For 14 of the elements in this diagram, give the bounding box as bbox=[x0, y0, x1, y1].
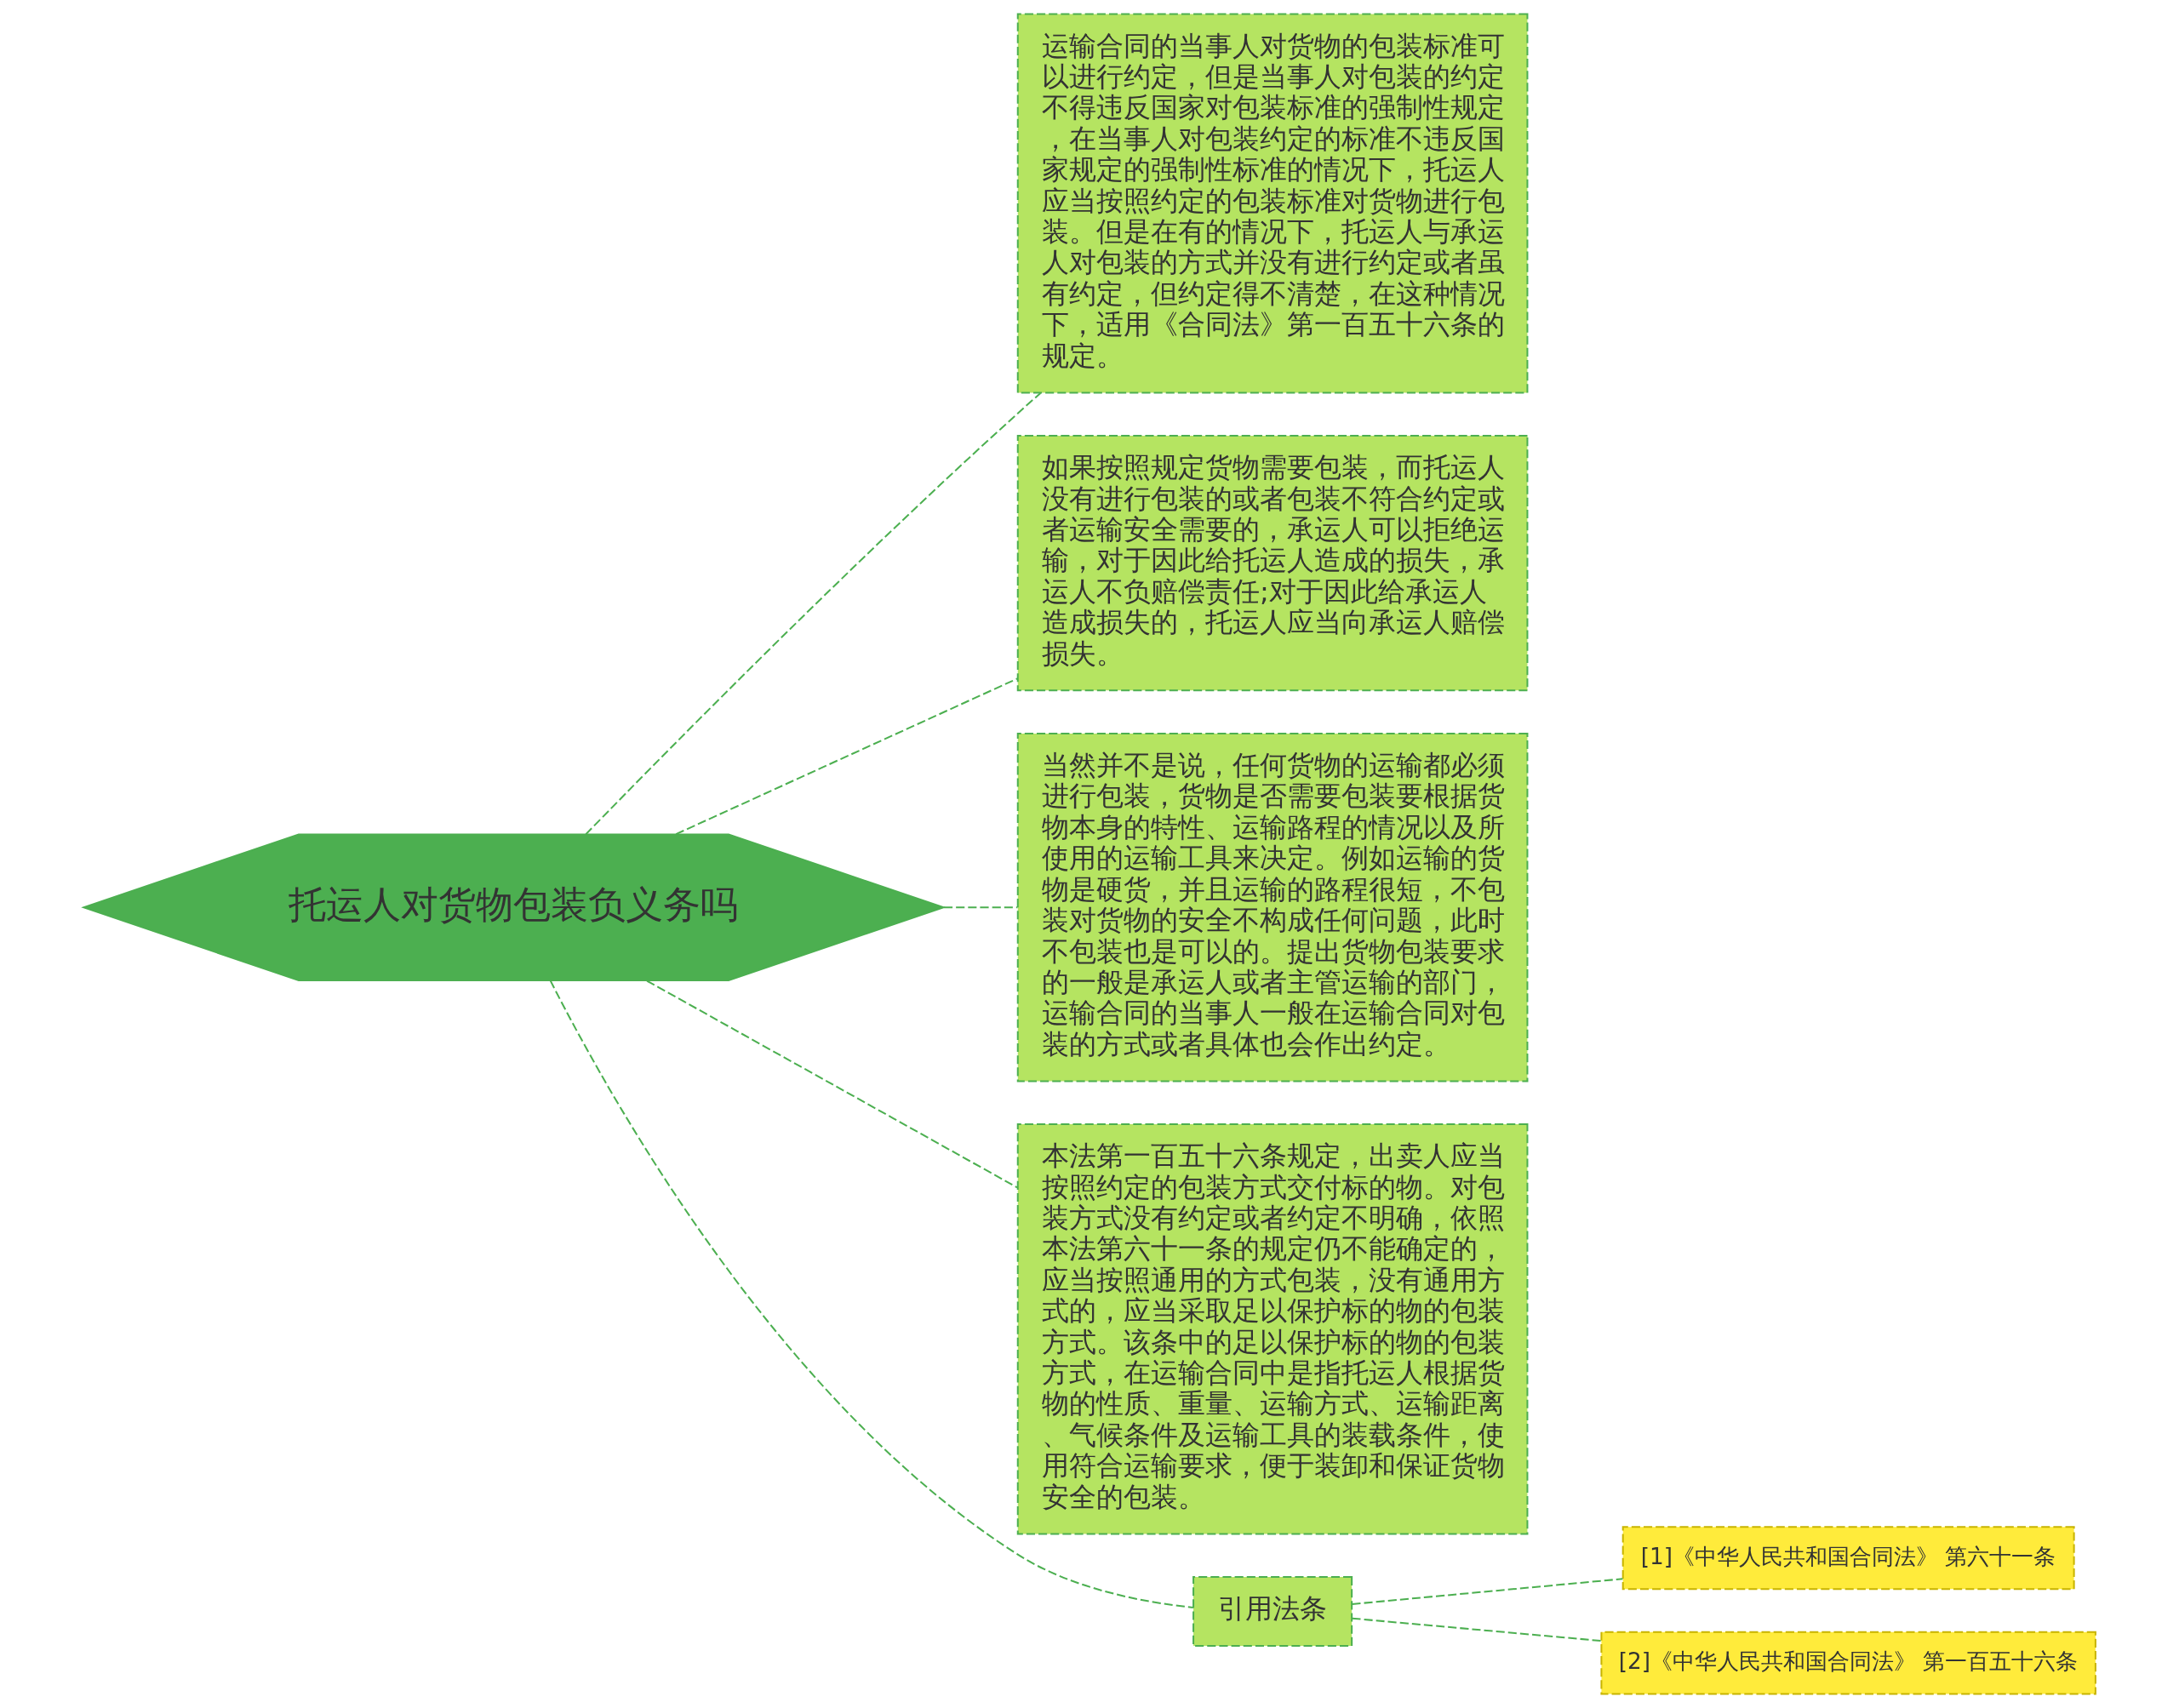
node-box: [1]《中华人民共和国合同法》 第六十一条 bbox=[1621, 1526, 2075, 1591]
node-box: 如果按照规定货物需要包装，而托运人没有进行包装的或者包装不符合约定或者运输安全需要的，承运人可以拒绝运输，对于因此给托运人造成的损失，承运人不负赔偿责任;对于因此给承运人造成损失的，托运人应当向承运人赔偿损失。 bbox=[1016, 435, 1529, 692]
node-box: 引用法条 bbox=[1192, 1576, 1353, 1647]
connector bbox=[549, 980, 1193, 1608]
node-box: 运输合同的当事人对货物的包装标准可以进行约定，但是当事人对包装的约定不得违反国家对包装标准的强制性规定，在当事人对包装约定的标准不违反国家规定的强制性标准的情况下，托运人应当按照约定的包装标准对货物进行包装。但是在有的情况下，托运人与承运人对包装的方式并没有进行约定或者虽有约定，但约定得不清楚，在这种情况下，适用《合同法》第一百五十六条的规定。 bbox=[1016, 13, 1529, 394]
connector bbox=[646, 980, 1018, 1189]
connector bbox=[585, 392, 1042, 835]
connector bbox=[675, 677, 1018, 836]
node-box: 当然并不是说，任何货物的运输都必须进行包装，货物是否需要包装要根据货物本身的特性、运输路程的情况以及所使用的运输工具来决定。例如运输的货物是硬货，并且运输的路程很短，不包装对货物的安全不构成任何问题，此时不包装也是可以的。提出货物包装要求的一般是承运人或者主管运输的部门，运输合同的当事人一般在运输合同对包装的方式或者具体也会作出约定。 bbox=[1016, 732, 1529, 1082]
connector bbox=[1352, 1578, 1623, 1605]
connector bbox=[943, 906, 1018, 909]
node-box: [2]《中华人民共和国合同法》 第一百五十六条 bbox=[1600, 1631, 2096, 1695]
connector bbox=[1352, 1617, 1602, 1642]
node-box: 本法第一百五十六条规定，出卖人应当按照约定的包装方式交付标的物。对包装方式没有约定或者约定不明确，依照本法第六十一条的规定仍不能确定的，应当按照通用的方式包装，没有通用方式的，应当采取足以保护标的物的包装方式。该条中的足以保护标的物的包装方式，在运输合同中是指托运人根据货物的性质、重量、运输方式、运输距离、气候条件及运输工具的装载条件，使用符合运输要求，便于装卸和保证货物安全的包装。 bbox=[1016, 1123, 1529, 1535]
